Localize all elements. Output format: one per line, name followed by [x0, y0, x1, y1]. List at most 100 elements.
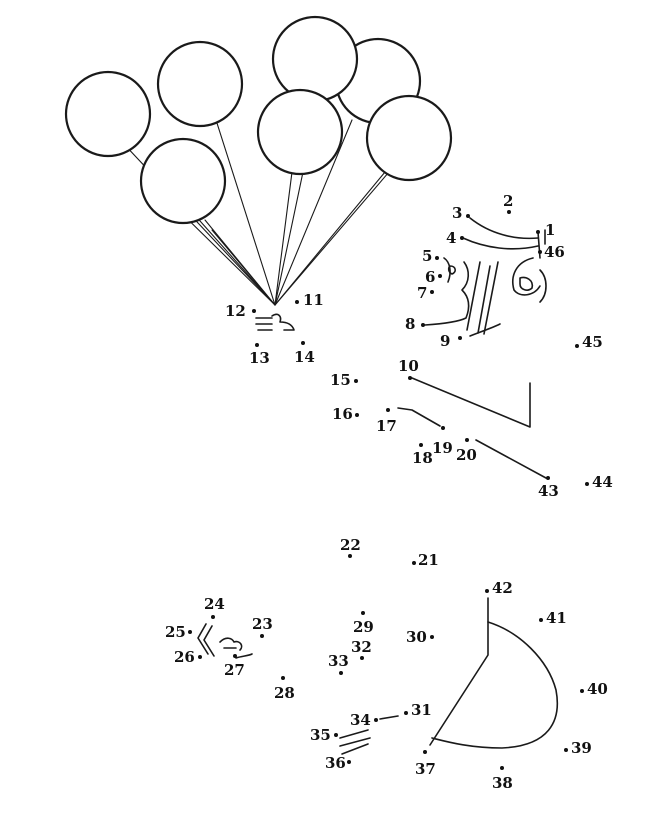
dot-43: 43 — [538, 476, 559, 500]
svg-text:14: 14 — [294, 348, 315, 366]
dot-26: 26 — [174, 648, 202, 666]
dot-7: 7 — [417, 284, 434, 302]
svg-text:19: 19 — [432, 439, 453, 457]
balloon — [139, 137, 227, 225]
svg-text:39: 39 — [571, 739, 592, 757]
balloon — [256, 88, 344, 176]
svg-text:45: 45 — [582, 333, 603, 351]
svg-text:3: 3 — [452, 204, 462, 222]
dot-14: 14 — [294, 341, 315, 366]
svg-text:16: 16 — [332, 405, 353, 423]
svg-text:15: 15 — [330, 371, 351, 389]
dot-22: 22 — [340, 536, 361, 558]
balloon-cluster — [64, 15, 453, 225]
dot-46: 46 — [538, 243, 565, 261]
dot-5: 5 — [422, 247, 439, 265]
dot-15: 15 — [330, 371, 358, 389]
dot-1: 1 — [536, 221, 555, 239]
svg-text:23: 23 — [252, 615, 273, 633]
dot-23: 23 — [252, 615, 273, 638]
svg-text:21: 21 — [418, 551, 439, 569]
svg-text:37: 37 — [415, 760, 436, 778]
svg-text:29: 29 — [353, 618, 374, 636]
svg-text:34: 34 — [350, 711, 371, 729]
svg-text:8: 8 — [405, 315, 415, 333]
balloon — [156, 40, 244, 128]
dot-30: 30 — [406, 628, 434, 646]
svg-text:13: 13 — [249, 349, 270, 367]
svg-text:38: 38 — [492, 774, 513, 792]
svg-text:5: 5 — [422, 247, 432, 265]
svg-text:7: 7 — [417, 284, 427, 302]
svg-text:41: 41 — [546, 609, 567, 627]
dot-33: 33 — [328, 652, 349, 675]
dot-6: 6 — [425, 268, 442, 286]
dot-29: 29 — [353, 611, 374, 636]
dot-25: 25 — [165, 623, 192, 641]
svg-text:22: 22 — [340, 536, 361, 554]
svg-text:30: 30 — [406, 628, 427, 646]
dot-31: 31 — [404, 701, 432, 719]
svg-text:35: 35 — [310, 726, 331, 744]
balloon — [365, 94, 453, 182]
hand-sketch — [255, 313, 295, 331]
numbered-dots: 1 2 3 4 5 6 7 8 9 10 11 12 13 14 15 16 1… — [165, 192, 613, 792]
dot-13: 13 — [249, 343, 270, 367]
sack-sketch — [429, 597, 559, 749]
face-sketch — [424, 217, 547, 337]
dot-12: 12 — [225, 302, 256, 320]
dot-3: 3 — [452, 204, 470, 222]
svg-text:10: 10 — [398, 357, 419, 375]
dot-32: 32 — [351, 638, 372, 660]
dot-20: 20 — [456, 438, 477, 464]
svg-text:46: 46 — [544, 243, 565, 261]
dot-40: 40 — [580, 680, 608, 698]
svg-text:11: 11 — [303, 291, 324, 309]
dot-17: 17 — [376, 408, 397, 435]
dot-21: 21 — [412, 551, 439, 569]
balloon-strings — [121, 119, 396, 306]
body-sketch — [397, 377, 547, 479]
svg-text:26: 26 — [174, 648, 195, 666]
dot-37: 37 — [415, 750, 436, 778]
svg-text:20: 20 — [456, 446, 477, 464]
dot-24: 24 — [204, 595, 225, 619]
dot-34: 34 — [350, 711, 378, 729]
svg-text:9: 9 — [440, 332, 450, 350]
dot-44: 44 — [585, 473, 613, 491]
dot-45: 45 — [575, 333, 603, 351]
svg-text:6: 6 — [425, 268, 435, 286]
dot-39: 39 — [564, 739, 592, 757]
svg-text:1: 1 — [545, 221, 555, 239]
fringe-sketch — [339, 715, 399, 755]
svg-text:33: 33 — [328, 652, 349, 670]
dot-36: 36 — [325, 754, 351, 772]
svg-text:42: 42 — [492, 579, 513, 597]
dot-38: 38 — [492, 766, 513, 792]
balloon — [64, 70, 152, 158]
dot-19: 19 — [432, 426, 453, 457]
dot-16: 16 — [332, 405, 359, 423]
svg-text:27: 27 — [224, 661, 245, 679]
svg-text:36: 36 — [325, 754, 346, 772]
dot-27: 27 — [224, 654, 245, 679]
svg-text:43: 43 — [538, 482, 559, 500]
dot-11: 11 — [295, 291, 324, 309]
svg-text:31: 31 — [411, 701, 432, 719]
dot-28: 28 — [274, 676, 295, 702]
balloon — [271, 15, 359, 103]
dot-42: 42 — [485, 579, 513, 597]
svg-text:12: 12 — [225, 302, 246, 320]
svg-text:25: 25 — [165, 623, 186, 641]
dot-9: 9 — [440, 332, 462, 350]
dot-4: 4 — [446, 229, 464, 247]
svg-text:40: 40 — [587, 680, 608, 698]
svg-text:44: 44 — [592, 473, 613, 491]
dot-8: 8 — [405, 315, 425, 333]
shoe-sketch — [197, 623, 253, 659]
svg-text:28: 28 — [274, 684, 295, 702]
dot-41: 41 — [539, 609, 567, 627]
dot-2: 2 — [503, 192, 513, 214]
dot-10: 10 — [398, 357, 419, 380]
